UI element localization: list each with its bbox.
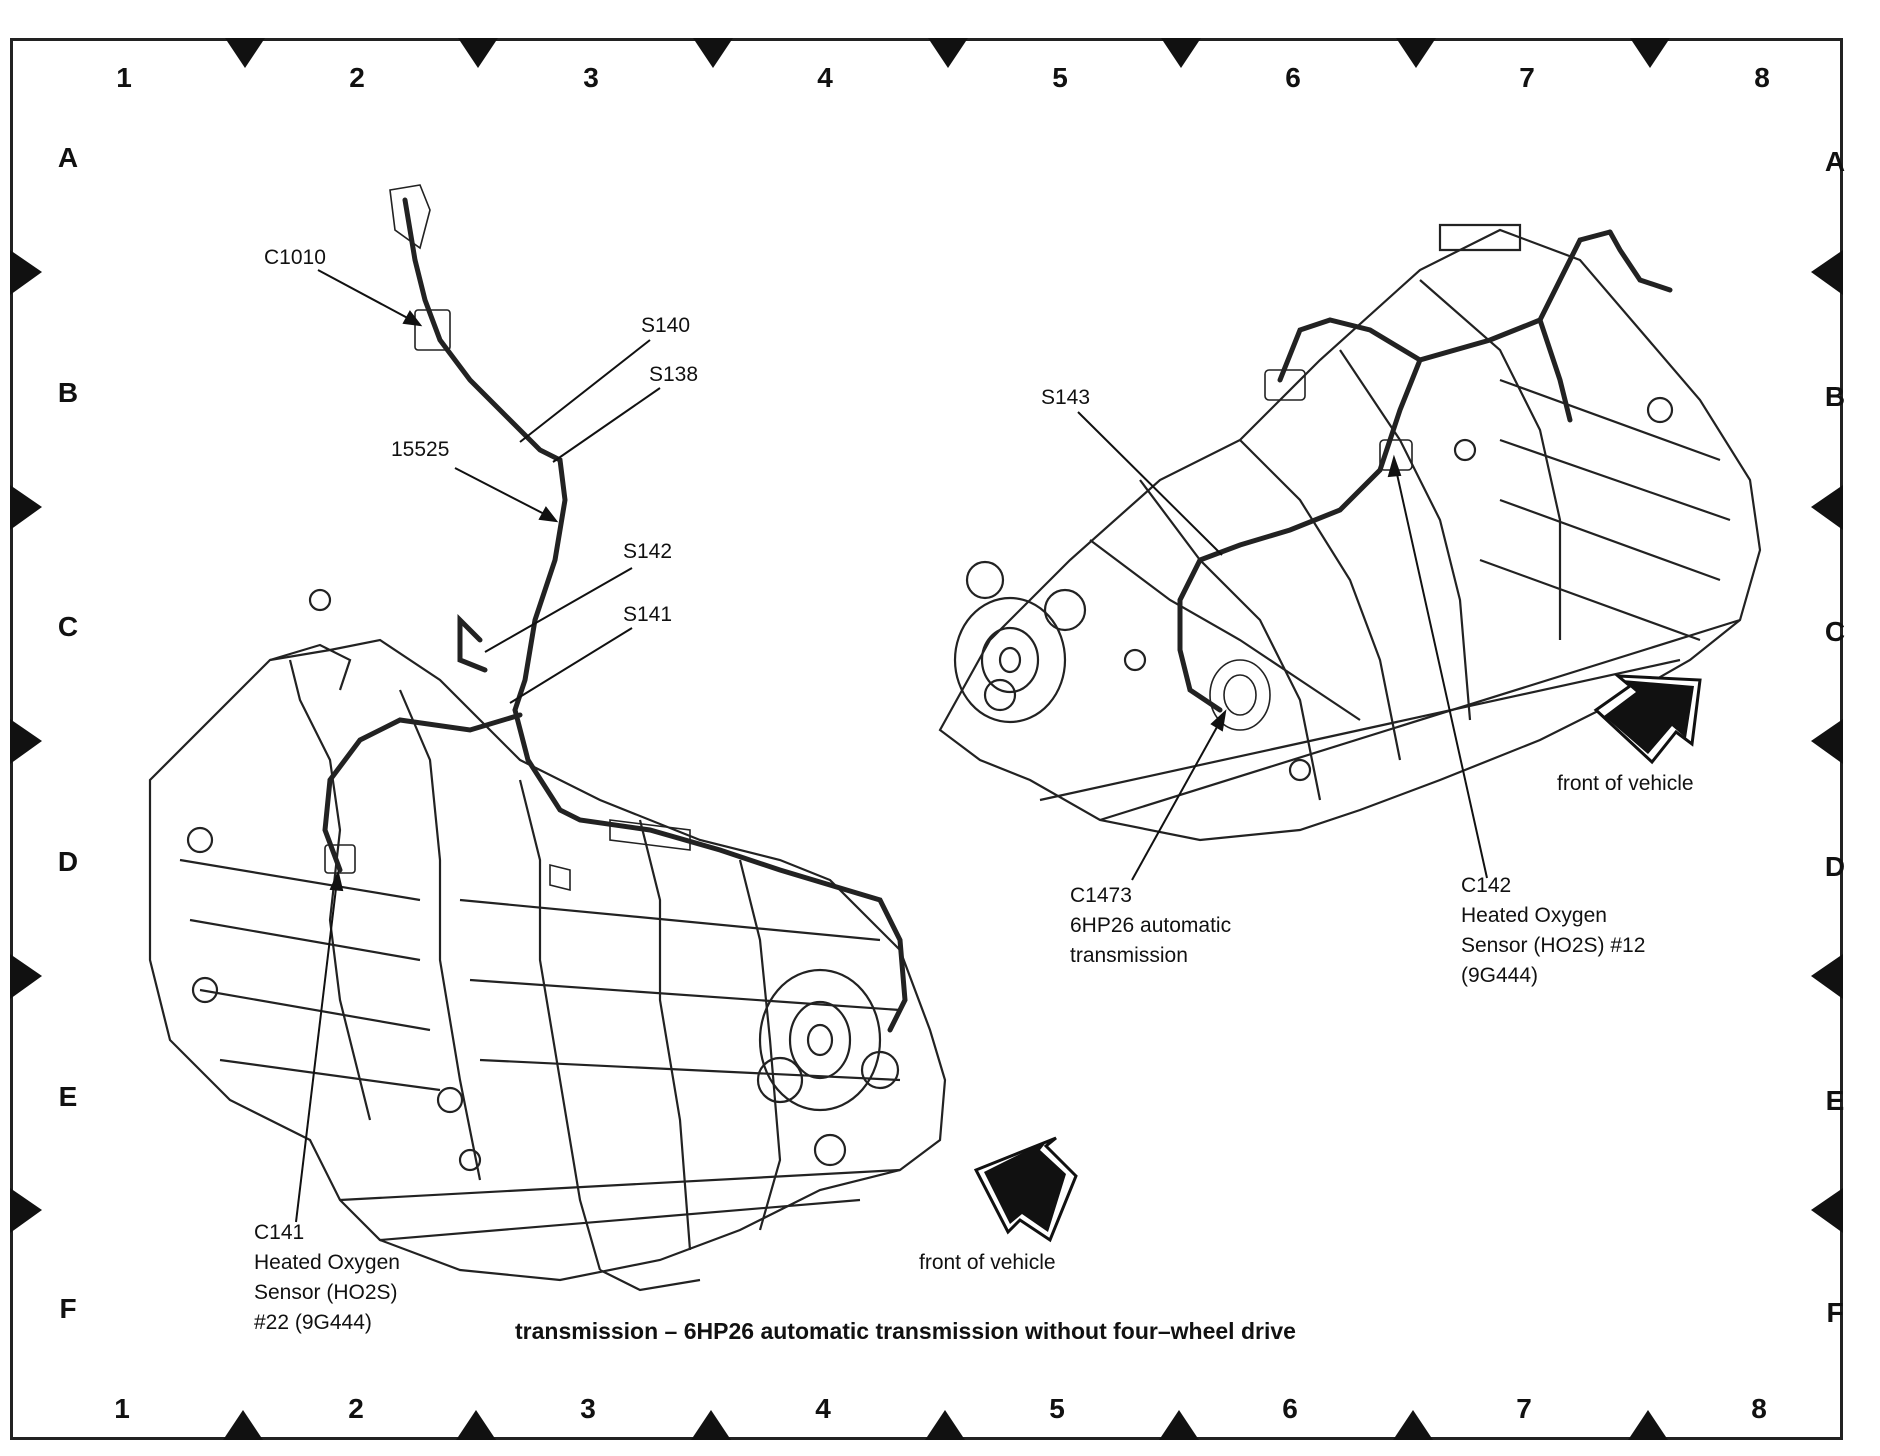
grid-col-8-bottom: 8 [1751,1393,1767,1424]
callout-s142: S142 [623,540,673,563]
callout-c142-line3: Sensor (HO2S) #12 [1461,934,1646,957]
callout-c141-line3: Sensor (HO2S) [254,1281,398,1304]
callout-c1473: C1473 6HP26 automatic transmission [1070,881,1231,971]
front-arrow-right [1593,674,1702,765]
grid-row-c-right: C [1824,616,1846,647]
front-of-vehicle-label-right: front of vehicle [1557,772,1694,795]
grid-col-2-bottom: 2 [348,1393,364,1424]
callout-c142-line4: (9G444) [1461,964,1539,987]
callout-c1473-line2: 6HP26 automatic [1070,914,1232,937]
grid-col-7-top: 7 [1519,62,1535,93]
grid-row-a-right: A [1824,146,1846,177]
grid-row-b-right: B [1824,381,1846,412]
grid-col-3-top: 3 [583,62,599,93]
left-transmission [148,588,947,1292]
grid-row-d-right: D [1824,851,1846,882]
grid-col-6-top: 6 [1285,62,1301,93]
grid-col-7-bottom: 7 [1516,1393,1532,1424]
callout-c1010: C1010 [264,246,326,269]
grid-row-f-right: F [1826,1297,1844,1328]
callout-15525: 15525 [391,438,450,461]
callout-s140: S140 [641,314,691,337]
callout-c141-line1: C141 [254,1221,305,1244]
callout-c142: C142 Heated Oxygen Sensor (HO2S) #12 (9G… [1461,871,1645,991]
right-transmission [938,223,1762,842]
grid-col-5-bottom: 5 [1049,1393,1065,1424]
grid-col-8-top: 8 [1754,62,1770,93]
right-harness [1177,229,1673,713]
callout-c141: C141 Heated Oxygen Sensor (HO2S) #22 (9G… [254,1218,400,1338]
grid-markers [10,38,1843,1440]
callout-c141-line2: Heated Oxygen [254,1251,400,1274]
grid-row-f-left: F [59,1293,77,1324]
grid-row-e-left: E [58,1081,78,1112]
grid-col-3-bottom: 3 [580,1393,596,1424]
callout-c142-line2: Heated Oxygen [1461,904,1607,927]
leader-lines [295,269,1488,1223]
callout-s141: S141 [623,603,673,626]
front-of-vehicle-label-left: front of vehicle [919,1251,1056,1274]
grid-row-e-right: E [1825,1085,1845,1116]
callout-c1473-line3: transmission [1070,944,1188,967]
grid-col-1-bottom: 1 [114,1393,130,1424]
diagram-caption: transmission – 6HP26 automatic transmiss… [515,1318,1296,1344]
grid-col-4-bottom: 4 [815,1393,831,1424]
grid-col-5-top: 5 [1052,62,1068,93]
callout-c141-line4: #22 (9G444) [254,1311,372,1334]
callout-s138: S138 [649,363,699,386]
grid-row-c-left: C [57,611,79,642]
grid-row-d-left: D [57,846,79,877]
grid-row-b-left: B [57,377,79,408]
grid-row-a-left: A [57,142,79,173]
right-harness-details [1209,369,1413,731]
grid-col-4-top: 4 [817,62,833,93]
grid-col-6-bottom: 6 [1282,1393,1298,1424]
left-harness [322,197,908,1033]
grid-col-2-top: 2 [349,62,365,93]
callout-c142-line1: C142 [1461,874,1512,897]
front-arrow-left [973,1136,1078,1243]
grid-col-1-top: 1 [116,62,132,93]
left-harness-details [324,184,691,892]
callout-s143: S143 [1041,386,1091,409]
callout-c1473-line1: C1473 [1070,884,1132,907]
